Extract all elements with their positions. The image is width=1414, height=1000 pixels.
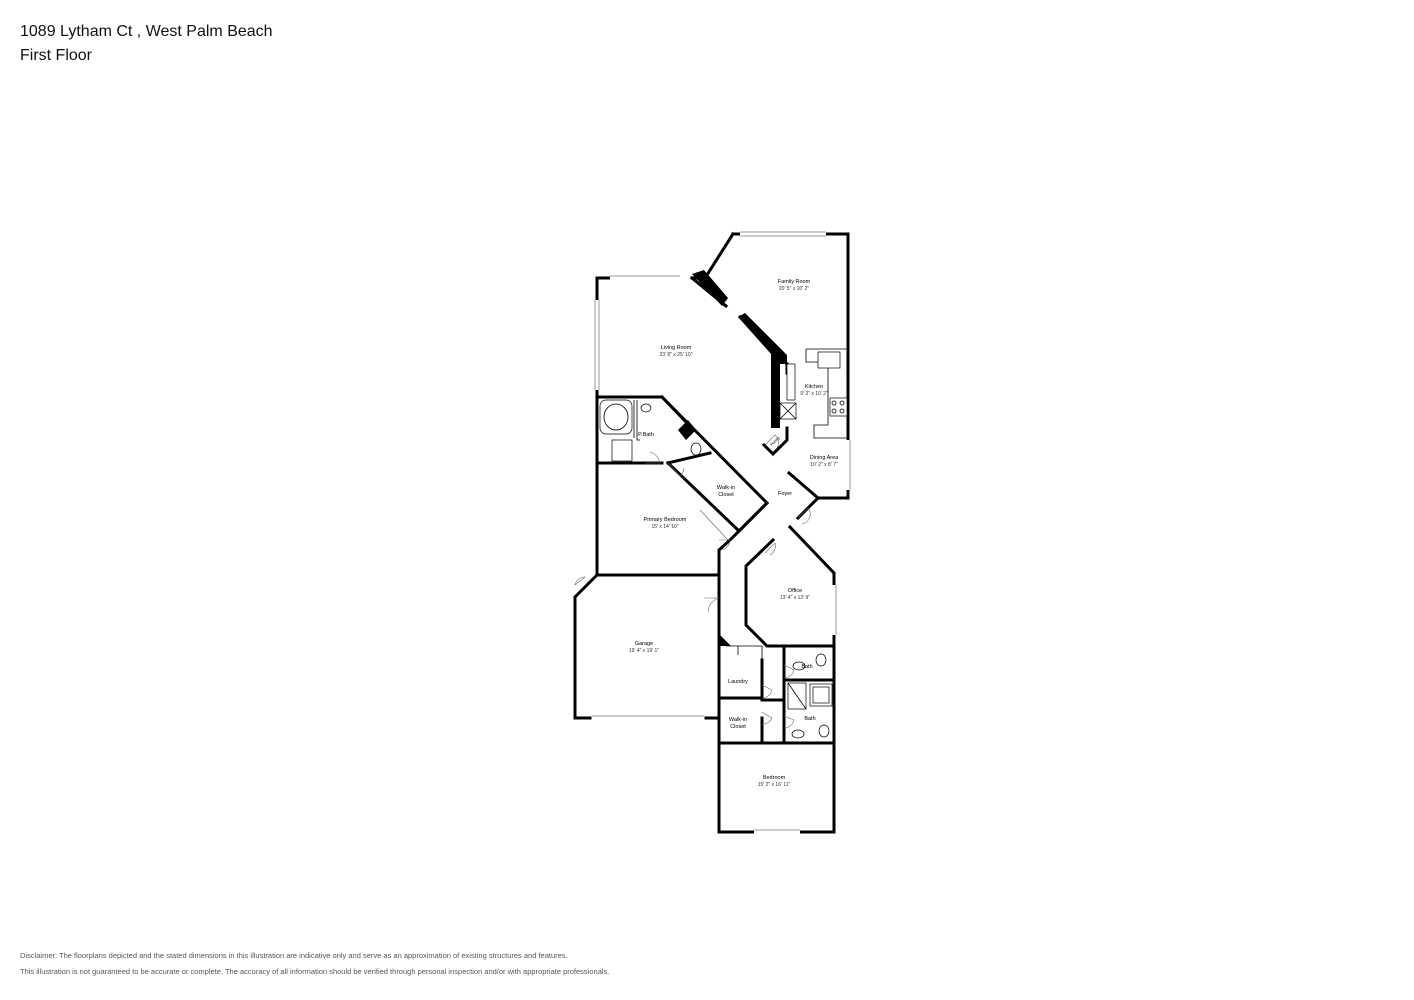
kitchen-counters	[779, 348, 848, 439]
family-room-dims: 20' 5" x 10' 2"	[779, 286, 809, 292]
living-room-name: Living Room	[661, 345, 692, 351]
primary-bedroom-dims: 15' x 14' 10"	[651, 524, 678, 530]
garage-dims: 19' 4" x 19' 1"	[629, 648, 659, 654]
walls	[573, 232, 850, 834]
bath-fixtures	[599, 399, 833, 739]
foyer-name: Foyer	[778, 491, 792, 497]
p-bath-name: P.Bath	[638, 432, 654, 438]
living-room-dims: 23' 8" x 25' 10"	[660, 352, 693, 358]
doors	[574, 434, 811, 729]
bedroom-dims: 15' 2" x 16' 11"	[758, 782, 791, 788]
windows	[592, 231, 851, 834]
pantry-label: Pantry	[769, 435, 781, 447]
room-labels: Family Room 20' 5" x 10' 2" Living Room …	[629, 279, 839, 788]
pantry: Pantry	[761, 426, 789, 457]
disclaimer: Disclaimer: The floorplans depicted and …	[20, 948, 609, 980]
dining-area-name: Dining Area	[810, 455, 839, 461]
kitchen-dims: 9' 3" x 10' 2"	[800, 391, 828, 397]
bath-1-name: Bath	[801, 664, 812, 670]
office-dims: 13' 4" x 13' 9"	[780, 595, 810, 601]
header: 1089 Lytham Ct , West Palm Beach First F…	[20, 20, 273, 68]
disclaimer-line-2: This illustration is not guaranteed to b…	[20, 967, 610, 976]
dining-area-dims: 10' 2" x 8' 7"	[810, 462, 838, 468]
primary-bedroom-name: Primary Bedroom	[644, 517, 687, 523]
family-room-name: Family Room	[778, 279, 811, 285]
bedroom-name: Bedroom	[763, 775, 786, 781]
floor-label: First Floor	[20, 47, 92, 64]
property-address: 1089 Lytham Ct , West Palm Beach	[20, 23, 273, 40]
bath-2-name: Bath	[804, 716, 815, 722]
structural-solids	[678, 270, 787, 646]
kitchen-name: Kitchen	[805, 384, 823, 390]
office-name: Office	[788, 588, 802, 594]
disclaimer-line-1: Disclaimer: The floorplans depicted and …	[20, 951, 568, 960]
garage-name: Garage	[635, 641, 653, 647]
laundry-name: Laundry	[728, 679, 748, 685]
